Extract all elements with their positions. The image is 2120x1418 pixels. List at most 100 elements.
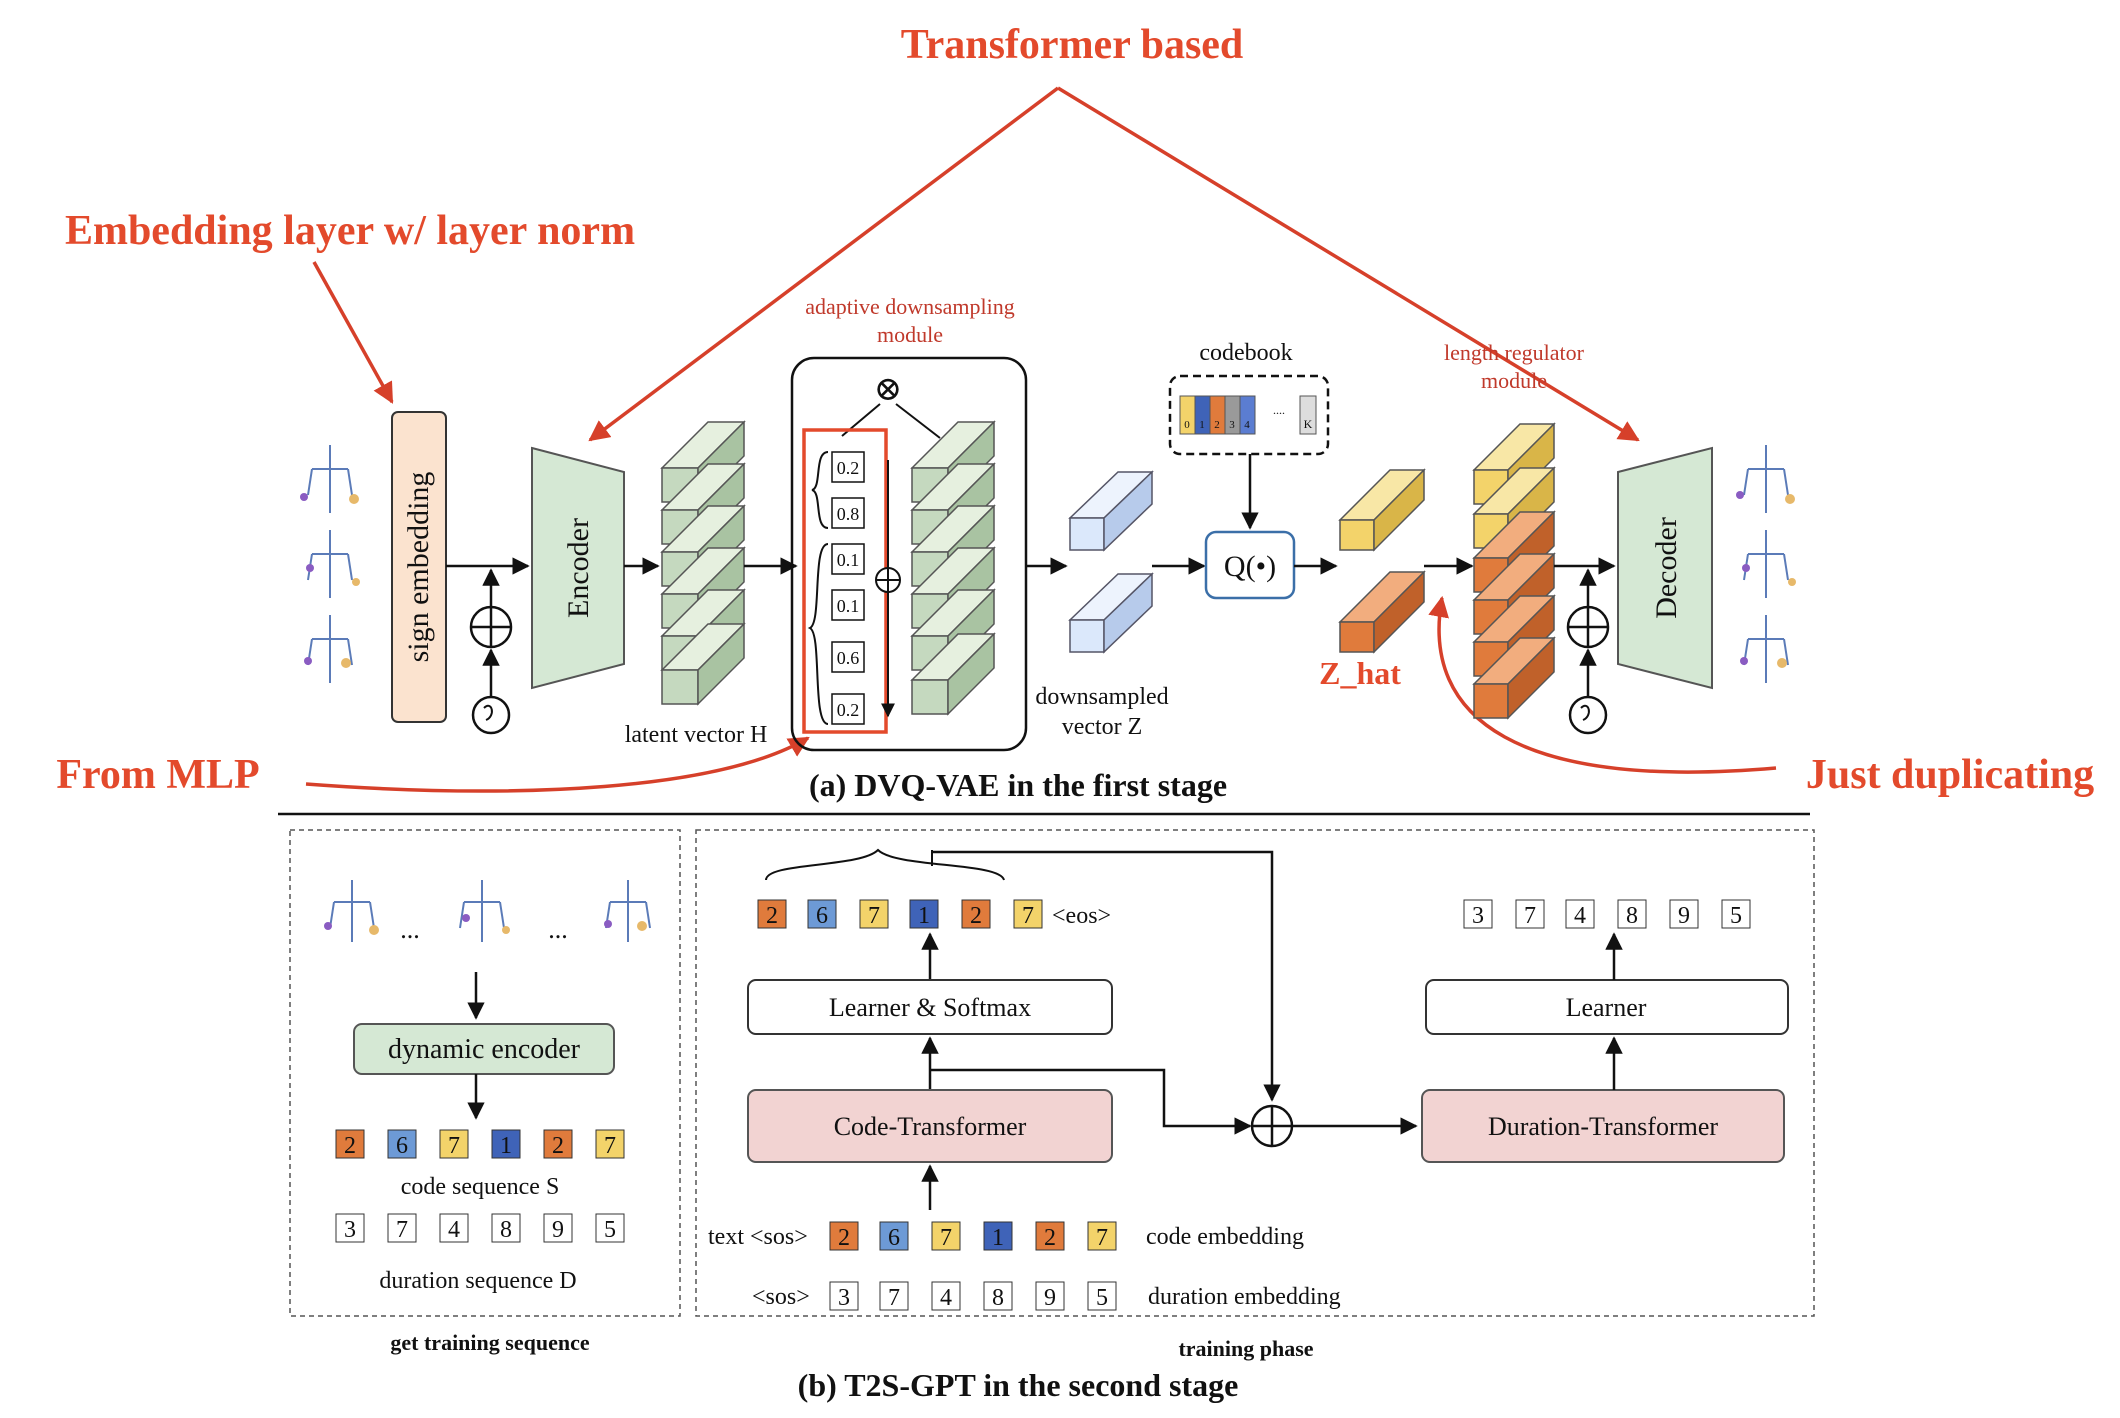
- code-s-1: 6: [396, 1133, 408, 1159]
- codebook-entry-0: 0: [1184, 419, 1190, 431]
- code-transformer-block: [747, 1089, 1113, 1163]
- code-embedding-label: code embedding: [1146, 1224, 1304, 1250]
- right-panel-label: training phase: [1178, 1336, 1313, 1361]
- weight-4: 0.6: [837, 648, 860, 668]
- codebook-entries: 0 1 2 3 4 .... K: [1179, 395, 1317, 435]
- sos-label: <sos>: [752, 1284, 810, 1310]
- codebook-entry-4: 4: [1244, 419, 1250, 431]
- learner-block: [1425, 979, 1789, 1035]
- code-s-5: 7: [604, 1133, 616, 1159]
- in-code-3: 1: [992, 1225, 1004, 1251]
- output-duration-sequence: 3 7 4 8 9 5: [1463, 899, 1751, 929]
- out-code-2: 7: [868, 903, 880, 929]
- code-transformer-label: Code-Transformer: [834, 1112, 1027, 1141]
- learner-softmax-label: Learner & Softmax: [829, 993, 1031, 1022]
- out-code-0: 2: [766, 903, 778, 929]
- annotation-transformer-based: Transformer based: [901, 22, 1244, 68]
- codebook-label: codebook: [1199, 340, 1292, 366]
- learner-label: Learner: [1566, 993, 1647, 1022]
- adaptive-downsampling-module: [790, 356, 1028, 752]
- duration-d-4: 9: [552, 1217, 564, 1243]
- code-s-4: 2: [552, 1133, 564, 1159]
- dynamic-encoder-block: [353, 1023, 615, 1075]
- codebook-entry-k: K: [1304, 417, 1313, 431]
- duration-d-2: 4: [448, 1217, 460, 1243]
- duration-sequence-d: 3 7 4 8 9 5: [335, 1213, 625, 1243]
- stage2-caption: (b) T2S-GPT in the second stage: [798, 1367, 1239, 1403]
- in-code-4: 2: [1044, 1225, 1056, 1251]
- ellipsis-left: ...: [400, 915, 420, 944]
- downsampled-label-2: vector Z: [1062, 714, 1143, 740]
- stage1-caption: (a) DVQ-VAE in the first stage: [809, 767, 1227, 803]
- in-code-1: 6: [888, 1225, 900, 1251]
- length-regulator-label-2: module: [1481, 368, 1547, 393]
- pose-figures-input: [300, 445, 360, 683]
- code-s-3: 1: [500, 1133, 512, 1159]
- output-code-sequence: 2 6 7 1 2 7 <eos>: [757, 899, 1111, 929]
- input-duration-embedding: 3 7 4 8 9 5: [829, 1281, 1117, 1311]
- out-code-5: 7: [1022, 903, 1034, 929]
- weight-0: 0.2: [837, 458, 860, 478]
- left-panel: [289, 829, 681, 1317]
- decoder-label: Decoder: [1650, 517, 1683, 619]
- in-dur-2: 4: [940, 1285, 952, 1311]
- length-regulator-stack: [1472, 422, 1556, 720]
- weight-5: 0.2: [837, 700, 860, 720]
- right-panel: [695, 829, 1815, 1317]
- in-dur-1: 7: [888, 1285, 900, 1311]
- code-sequence-s: 2 6 7 1 2 7: [335, 1129, 625, 1159]
- out-dur-0: 3: [1472, 903, 1484, 929]
- annotation-from-mlp: From MLP: [56, 752, 259, 798]
- latent-vector-h-stack: [660, 420, 746, 706]
- annotation-just-duplicating: Just duplicating: [1806, 752, 2094, 798]
- code-s-0: 2: [344, 1133, 356, 1159]
- codebook-entry-ellipsis: ....: [1273, 403, 1285, 417]
- ellipsis-right: ...: [548, 915, 568, 944]
- decoder-block: [1617, 446, 1713, 690]
- downsampled-label-1: downsampled: [1035, 684, 1168, 710]
- code-s-2: 7: [448, 1133, 460, 1159]
- out-code-4: 2: [970, 903, 982, 929]
- z-hat-label: Z_hat: [1319, 655, 1401, 691]
- adaptive-module-label-2: module: [877, 322, 943, 347]
- codebook-entry-3: 3: [1229, 419, 1235, 431]
- quantized-codes: [1338, 468, 1426, 654]
- input-code-embedding: 2 6 7 1 2 7: [829, 1221, 1117, 1251]
- in-dur-5: 5: [1096, 1285, 1108, 1311]
- code-sequence-label: code sequence S: [401, 1174, 560, 1200]
- in-code-2: 7: [940, 1225, 952, 1251]
- out-code-1: 6: [816, 903, 828, 929]
- in-dur-4: 9: [1044, 1285, 1056, 1311]
- out-dur-2: 4: [1574, 903, 1586, 929]
- in-code-0: 2: [838, 1225, 850, 1251]
- duration-transformer-label: Duration-Transformer: [1488, 1112, 1718, 1141]
- duration-d-1: 7: [396, 1217, 408, 1243]
- out-dur-1: 7: [1524, 903, 1536, 929]
- annotation-arrows: [305, 86, 1777, 793]
- dynamic-encoder-label: dynamic encoder: [388, 1034, 581, 1065]
- weight-3: 0.1: [837, 596, 860, 616]
- downsampled-vector-z: [1068, 470, 1154, 654]
- encoder-block: [531, 446, 625, 690]
- sign-embedding-label: sign embedding: [402, 472, 435, 663]
- quantizer-label: Q(•): [1224, 550, 1276, 583]
- adaptive-module-label-1: adaptive downsampling: [805, 294, 1015, 319]
- weight-boxes: 0.2 0.8 0.1 0.1 0.6 0.2: [831, 451, 865, 725]
- pose-figures-output: [1736, 445, 1796, 683]
- out-dur-3: 8: [1626, 903, 1638, 929]
- training-poses: [324, 880, 651, 942]
- duration-embedding-label: duration embedding: [1148, 1284, 1341, 1310]
- encoder-label: Encoder: [562, 518, 595, 618]
- learner-softmax-block: [747, 979, 1113, 1035]
- left-panel-label: get training sequence: [390, 1330, 589, 1355]
- codebook-entry-2: 2: [1214, 419, 1220, 431]
- duration-transformer-block: [1421, 1089, 1785, 1163]
- duration-d-3: 8: [500, 1217, 512, 1243]
- out-eos: <eos>: [1052, 903, 1111, 929]
- latent-vector-label: latent vector H: [625, 722, 768, 748]
- module-latent-stack: [910, 420, 996, 716]
- weight-1: 0.8: [837, 504, 860, 524]
- duration-sequence-label: duration sequence D: [379, 1268, 576, 1294]
- out-dur-4: 9: [1678, 903, 1690, 929]
